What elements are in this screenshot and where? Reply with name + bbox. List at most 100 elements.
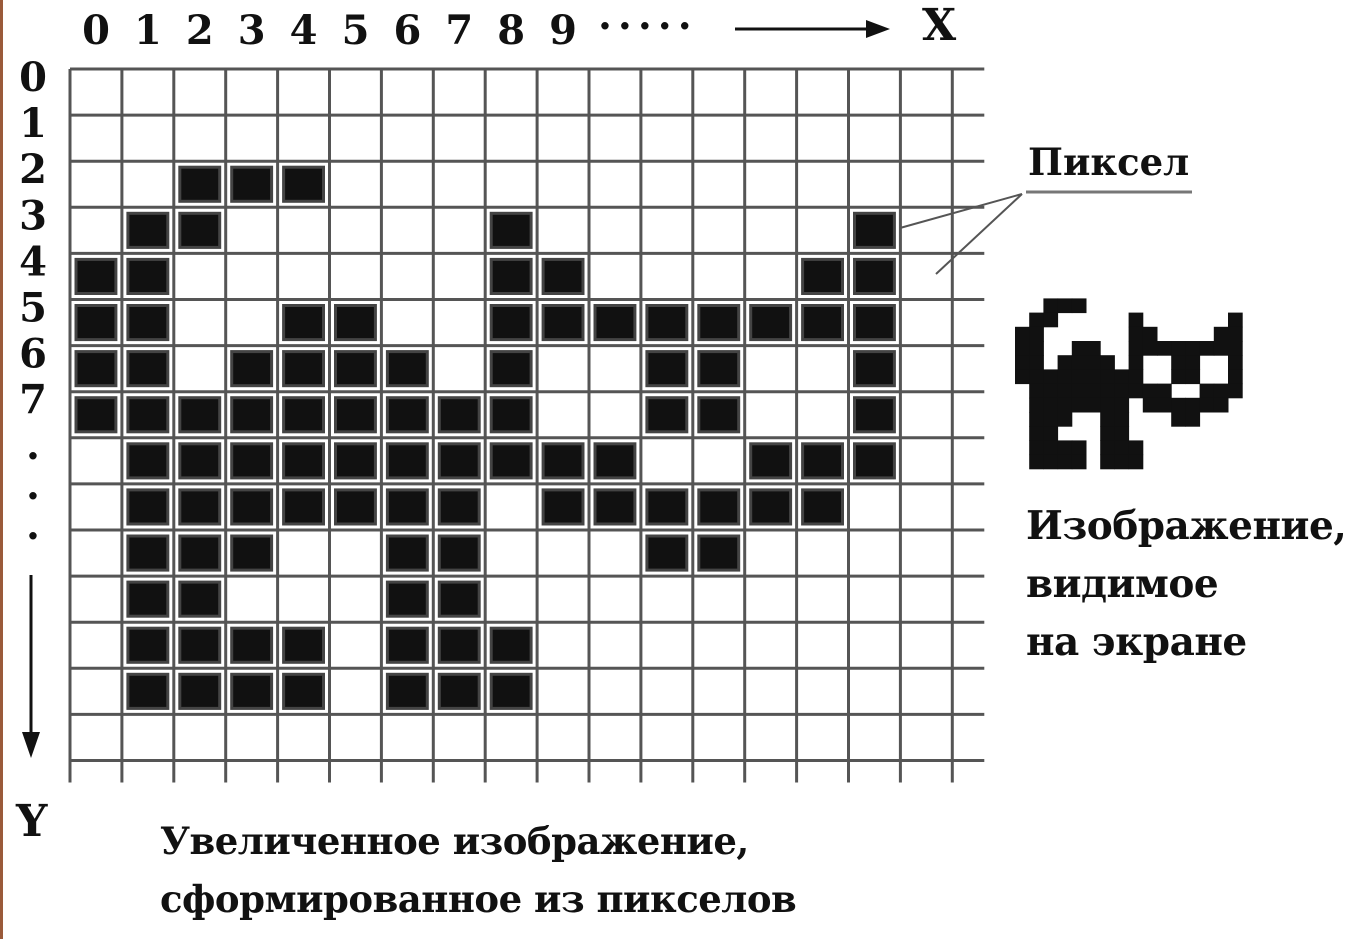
y-tick-label: 1 [19, 100, 47, 147]
cat-icon-pixel [1029, 398, 1044, 413]
pixel [647, 306, 687, 340]
cat-icon-pixel [1029, 384, 1044, 399]
cat-icon-pixel [1029, 327, 1044, 342]
cat-icon [1015, 298, 1243, 469]
pixel [647, 536, 687, 570]
cat-icon-pixel [1029, 369, 1044, 384]
pixel [128, 213, 168, 247]
pixel [491, 259, 531, 293]
pixel [387, 490, 427, 524]
screen-image-caption: Изображение, видимое на экране [1026, 497, 1346, 671]
cat-icon-pixel [1214, 327, 1229, 342]
x-tick-label: 5 [342, 7, 370, 54]
cat-icon-pixel [1058, 369, 1073, 384]
cat-icon-pixel [1015, 327, 1030, 342]
cat-icon-pixel [1171, 355, 1186, 370]
x-tick-label: 1 [134, 7, 162, 54]
cat-icon-pixel [1185, 412, 1200, 427]
x-tick-label: 8 [497, 7, 525, 54]
pixel [491, 306, 531, 340]
cat-icon-pixel [1114, 384, 1129, 399]
pixel [387, 536, 427, 570]
pixel [699, 306, 739, 340]
pixel [284, 352, 324, 386]
pixel [491, 674, 531, 708]
pixel [855, 352, 895, 386]
cat-icon-pixel [1043, 398, 1058, 413]
cat-icon-pixel [1171, 341, 1186, 356]
cat-icon-pixel [1171, 412, 1186, 427]
pixel [180, 398, 220, 432]
pixel [180, 213, 220, 247]
cat-icon-pixel [1086, 355, 1101, 370]
pixel [699, 352, 739, 386]
pixel [439, 536, 479, 570]
cat-icon-pixel [1100, 426, 1115, 441]
cat-icon-pixel [1157, 341, 1172, 356]
x-tick-label: 9 [549, 7, 577, 54]
pixel [595, 306, 635, 340]
cat-icon-pixel [1029, 341, 1044, 356]
pixel [180, 628, 220, 662]
cat-icon-pixel [1072, 355, 1087, 370]
cat-icon-pixel [1043, 313, 1058, 328]
x-tick-label: 2 [186, 7, 214, 54]
cat-icon-pixel [1015, 369, 1030, 384]
cat-icon-pixel [1100, 455, 1115, 470]
pixel [647, 352, 687, 386]
pixel [128, 352, 168, 386]
pixel [232, 352, 272, 386]
cat-icon-pixel [1058, 355, 1073, 370]
cat-icon-pixel [1043, 369, 1058, 384]
pixel [284, 398, 324, 432]
pixel [180, 444, 220, 478]
cat-icon-pixel [1072, 298, 1087, 313]
cat-icon-pixel [1185, 341, 1200, 356]
pixel [491, 213, 531, 247]
pixel [751, 490, 791, 524]
enlarged-caption-line-2: сформированное из пикселов [160, 870, 796, 928]
pixel [284, 444, 324, 478]
x-tick-label: 6 [393, 7, 421, 54]
cat-icon-pixel [1086, 341, 1101, 356]
cat-icon-pixel [1185, 355, 1200, 370]
cat-icon-pixel [1114, 398, 1129, 413]
cat-icon-pixel [1228, 369, 1243, 384]
cat-icon-pixel [1100, 369, 1115, 384]
cat-icon-pixel [1043, 384, 1058, 399]
enlarged-caption-line-1: Увеличенное изображение, [160, 812, 796, 870]
cat-icon-pixel [1143, 341, 1158, 356]
cat-icon-pixel [1214, 341, 1229, 356]
y-axis-ellipsis: ··· [26, 433, 40, 560]
cat-icon-pixel [1157, 384, 1172, 399]
cat-icon-pixel [1043, 298, 1058, 313]
cat-icon-pixel [1171, 398, 1186, 413]
cat-icon-pixel [1029, 426, 1044, 441]
screen-caption-line-2: видимое [1026, 555, 1346, 613]
cat-icon-pixel [1129, 369, 1144, 384]
pixel [699, 536, 739, 570]
cat-icon-pixel [1029, 355, 1044, 370]
cat-icon-pixel [1043, 426, 1058, 441]
cat-icon-pixel [1129, 327, 1144, 342]
cat-icon-pixel [1214, 384, 1229, 399]
cat-icon-pixel [1029, 412, 1044, 427]
cat-icon-pixel [1072, 455, 1087, 470]
pixel [128, 398, 168, 432]
pixel [595, 490, 635, 524]
cat-icon-pixel [1228, 384, 1243, 399]
pixel [855, 213, 895, 247]
pixel [543, 490, 583, 524]
pixel [439, 398, 479, 432]
pixel [387, 398, 427, 432]
cat-icon-pixel [1058, 298, 1073, 313]
cat-icon-pixel [1058, 384, 1073, 399]
x-tick-label: 4 [290, 7, 318, 54]
cat-icon-pixel [1086, 384, 1101, 399]
cat-icon-pixel [1100, 440, 1115, 455]
cat-icon-pixel [1100, 384, 1115, 399]
y-axis-ticks: 01234567 [19, 54, 47, 424]
pixel [803, 490, 843, 524]
pixel [128, 306, 168, 340]
cat-icon-pixel [1143, 398, 1158, 413]
